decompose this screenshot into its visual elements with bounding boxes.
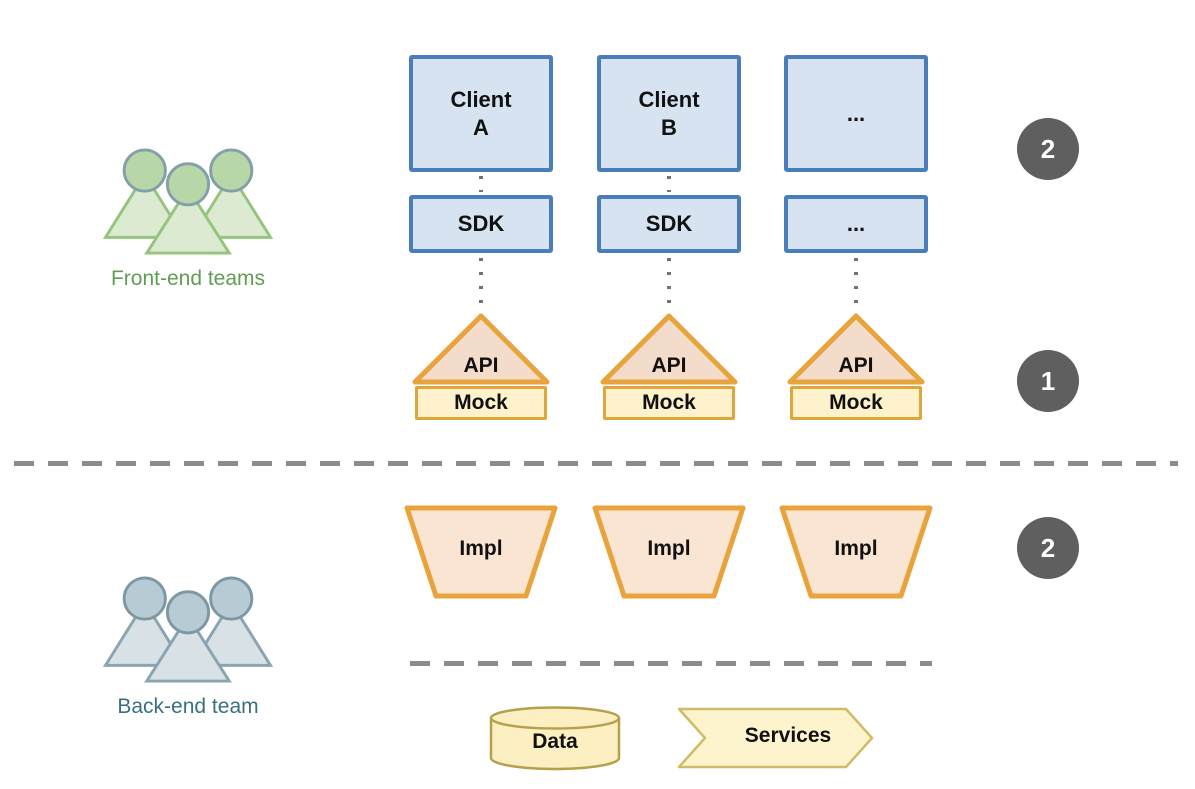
api-triangle: API: [786, 312, 926, 387]
api-label: API: [463, 354, 499, 377]
client-sdk-connector: [667, 176, 671, 192]
backend-team-block: Back-end team: [86, 573, 290, 719]
impl-label: Impl: [459, 537, 503, 560]
mock-box: Mock: [790, 386, 922, 420]
sdk-api-connector: [667, 258, 671, 313]
client-b-box: Client B: [597, 55, 741, 172]
database-cylinder-icon: [489, 706, 621, 771]
team-boundary-dashed-line: [14, 461, 1178, 466]
sdk-box: SDK: [597, 195, 741, 253]
impl-label: Impl: [834, 537, 878, 560]
client-more-box: ...: [784, 55, 928, 172]
step-badge-2-top: 2: [1017, 118, 1079, 180]
backend-team-label: Back-end team: [117, 695, 259, 718]
sdk-api-connector: [854, 258, 858, 313]
sdk-box: SDK: [409, 195, 553, 253]
impl-label: Impl: [647, 537, 691, 560]
api-label: API: [651, 354, 687, 377]
backend-dashed-line: [410, 661, 932, 666]
frontend-team-block: Front-end teams: [86, 145, 290, 291]
mock-box: Mock: [603, 386, 735, 420]
impl-trapezoid: Impl: [591, 504, 747, 600]
frontend-teams-icon: [102, 148, 274, 255]
impl-trapezoid: Impl: [403, 504, 559, 600]
client-a-box: Client A: [409, 55, 553, 172]
frontend-team-label: Front-end teams: [110, 267, 266, 290]
api-label: API: [838, 354, 874, 377]
api-triangle: API: [599, 312, 739, 387]
data-store-shape: Data: [488, 704, 622, 774]
sdk-api-connector: [479, 258, 483, 313]
api-triangle: API: [411, 312, 551, 387]
sdk-more-box: ...: [784, 195, 928, 253]
services-label: Services: [744, 724, 832, 747]
client-sdk-connector: [479, 176, 483, 192]
backend-team-icon: [102, 576, 274, 683]
step-badge-1: 1: [1017, 350, 1079, 412]
data-label: Data: [532, 730, 578, 753]
services-arrow-icon: [677, 707, 874, 769]
step-badge-2-bottom: 2: [1017, 517, 1079, 579]
services-shape: Services: [676, 706, 876, 770]
mock-box: Mock: [415, 386, 547, 420]
impl-trapezoid: Impl: [778, 504, 934, 600]
